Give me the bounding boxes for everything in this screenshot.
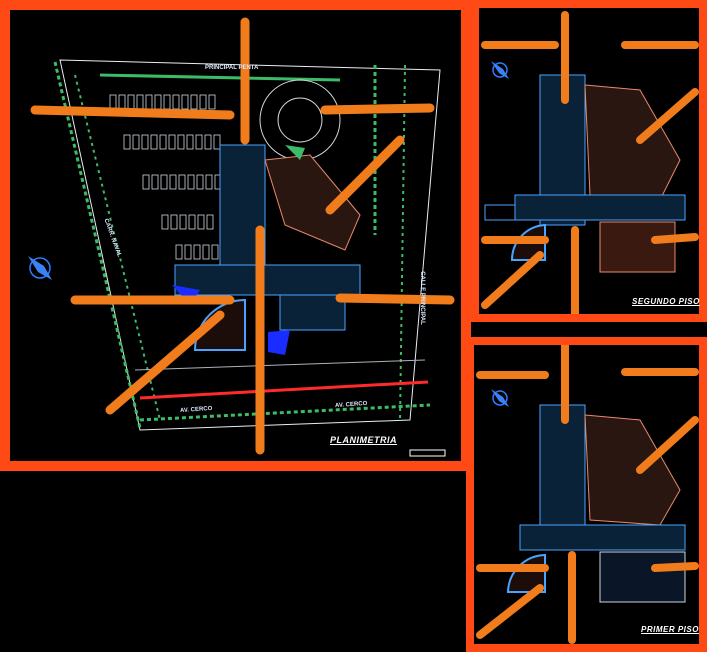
tree-line-bottom xyxy=(139,403,431,422)
green-patch xyxy=(285,145,305,160)
tree-line-right-outer xyxy=(399,64,406,421)
parking-stall xyxy=(181,94,189,110)
parking-stall xyxy=(123,134,131,150)
parking-stall xyxy=(175,244,183,260)
parking-stall xyxy=(168,134,176,150)
parking-stall xyxy=(127,94,135,110)
scale-bar xyxy=(409,449,446,457)
parking-stall xyxy=(184,244,192,260)
first-floor-panel: PRIMER PISO xyxy=(466,337,707,652)
tree-line-top xyxy=(99,73,341,82)
parking-stall xyxy=(190,94,198,110)
parking-stall xyxy=(142,174,150,190)
parking-stall xyxy=(186,134,194,150)
parking-stall xyxy=(163,94,171,110)
second-floor-drawing xyxy=(481,11,699,314)
building-block xyxy=(279,294,346,331)
site-plan-panel: PRINCIPAL PENTA CARR. NAVAL CALLE PRINCI… xyxy=(0,0,471,471)
first-floor-title: PRIMER PISO xyxy=(641,625,699,634)
parking-stall xyxy=(193,244,201,260)
parking-stall xyxy=(170,214,178,230)
guide-lines xyxy=(476,345,699,644)
parking-stall xyxy=(154,94,162,110)
street-label-top: PRINCIPAL PENTA xyxy=(205,65,259,71)
floor1-wing xyxy=(584,414,681,526)
road-edge xyxy=(134,359,426,371)
north-arrow-icon xyxy=(491,389,509,407)
parking-stall xyxy=(177,134,185,150)
north-arrow-icon xyxy=(491,61,509,79)
parking-stall xyxy=(211,244,219,260)
floor2-classrooms xyxy=(599,221,676,273)
pool-right xyxy=(268,330,290,355)
parking-stall xyxy=(196,174,204,190)
site-boundary xyxy=(59,59,441,431)
parking-lot xyxy=(109,94,222,260)
guide-lines xyxy=(30,17,455,455)
floor2-wing xyxy=(584,84,681,201)
floor2-stair xyxy=(484,204,516,221)
floor1-spine xyxy=(539,404,586,541)
parking-stall xyxy=(188,214,196,230)
first-floor-drawing xyxy=(476,345,699,644)
parking-stall xyxy=(213,134,221,150)
site-plan-title: PLANIMETRIA xyxy=(330,435,397,445)
tree-line-left xyxy=(53,61,142,429)
north-arrow-icon xyxy=(28,256,52,280)
site-plan-drawing xyxy=(28,17,455,457)
parking-stall xyxy=(199,94,207,110)
building-wing-diagonal xyxy=(264,154,361,251)
second-floor-title: SEGUNDO PISO xyxy=(632,297,700,306)
parking-stall xyxy=(109,94,117,110)
parking-stall xyxy=(172,94,180,110)
parking-stall xyxy=(118,94,126,110)
parking-stall xyxy=(160,174,168,190)
parking-stall xyxy=(208,94,216,110)
guide-lines xyxy=(481,11,699,314)
parking-stall xyxy=(197,214,205,230)
floor2-base xyxy=(514,194,686,221)
parking-stall xyxy=(159,134,167,150)
building-base xyxy=(174,264,361,296)
parking-stall xyxy=(204,134,212,150)
parking-stall xyxy=(132,134,140,150)
street-label-right: CALLE PRINCIPAL xyxy=(418,271,425,325)
road-line xyxy=(139,380,429,400)
parking-stall xyxy=(187,174,195,190)
parking-stall xyxy=(136,94,144,110)
parking-stall xyxy=(151,174,159,190)
parking-stall xyxy=(141,134,149,150)
parking-stall xyxy=(169,174,177,190)
second-floor-panel: SEGUNDO PISO xyxy=(471,0,707,322)
round-plaza-inner xyxy=(277,97,323,143)
parking-stall xyxy=(161,214,169,230)
tree-line-left-inner xyxy=(74,74,161,421)
parking-stall xyxy=(178,174,186,190)
floor1-base xyxy=(519,524,686,551)
parking-stall xyxy=(205,174,213,190)
floor1-services xyxy=(599,551,686,603)
parking-stall xyxy=(150,134,158,150)
parking-stall xyxy=(206,214,214,230)
parking-stall xyxy=(145,94,153,110)
parking-stall xyxy=(195,134,203,150)
parking-stall xyxy=(179,214,187,230)
parking-stall xyxy=(202,244,210,260)
